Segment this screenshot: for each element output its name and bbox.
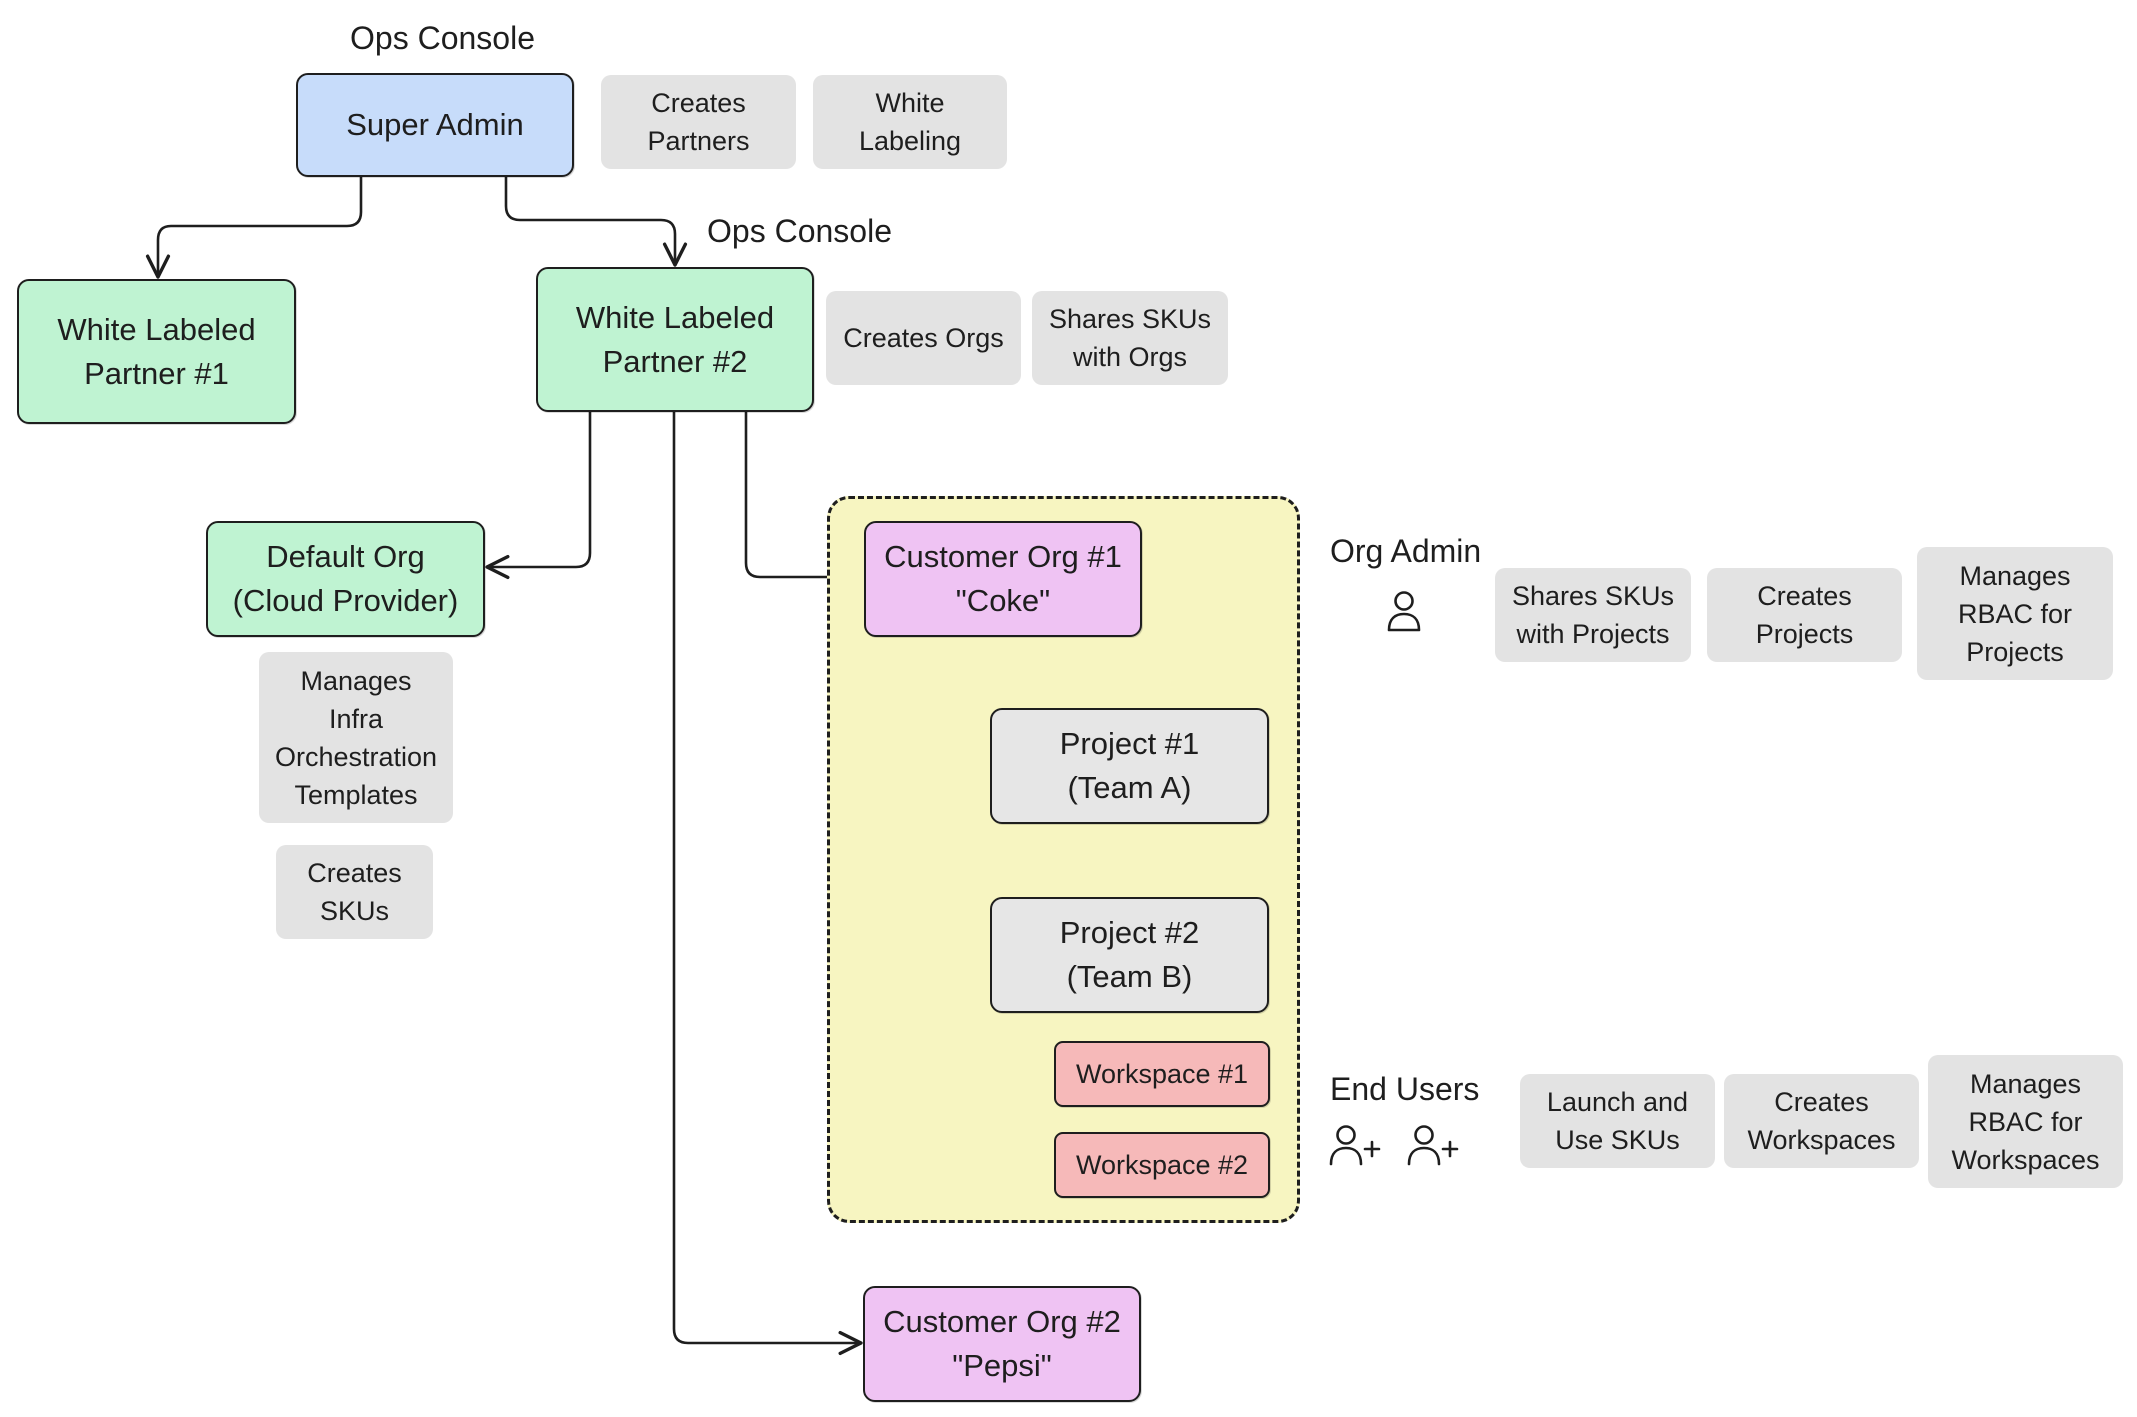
user-plus-icon — [1329, 1125, 1381, 1166]
creates-partners-tag: Creates Partners — [601, 75, 796, 169]
user-plus-icon — [1407, 1125, 1459, 1166]
manages-rbac-workspaces-tag: Manages RBAC for Workspaces — [1928, 1055, 2123, 1188]
ops-console-label-partner: Ops Console — [707, 213, 892, 249]
super-admin-node[interactable]: Super Admin — [296, 73, 574, 177]
customer-org-2-node[interactable]: Customer Org #2 "Pepsi" — [863, 1286, 1141, 1402]
shares-skus-with-projects-tag: Shares SKUs with Projects — [1495, 568, 1691, 662]
connector-partner-2-to-default-org — [485, 410, 592, 580]
project-2-node[interactable]: Project #2 (Team B) — [990, 897, 1269, 1013]
project-1-node[interactable]: Project #1 (Team A) — [990, 708, 1269, 824]
connector-super-admin-to-partner-1 — [145, 175, 363, 279]
partner-2-node[interactable]: White Labeled Partner #2 — [536, 267, 814, 412]
partner-1-node[interactable]: White Labeled Partner #1 — [17, 279, 296, 424]
customer-org-1-node[interactable]: Customer Org #1 "Coke" — [864, 521, 1142, 637]
shares-skus-with-orgs-tag: Shares SKUs with Orgs — [1032, 291, 1228, 385]
ops-console-label-top: Ops Console — [350, 20, 535, 56]
org-admin-label: Org Admin — [1330, 533, 1482, 569]
user-icon — [1387, 591, 1421, 632]
creates-skus-tag: Creates SKUs — [276, 845, 433, 939]
manages-infra-templates-tag: Manages Infra Orchestration Templates — [259, 652, 453, 823]
workspace-2-node[interactable]: Workspace #2 — [1054, 1132, 1270, 1198]
creates-orgs-tag: Creates Orgs — [826, 291, 1021, 385]
white-labeling-tag: White Labeling — [813, 75, 1007, 169]
default-org-node[interactable]: Default Org (Cloud Provider) — [206, 521, 485, 637]
workspace-1-node[interactable]: Workspace #1 — [1054, 1041, 1270, 1107]
connector-super-admin-to-partner-2 — [504, 175, 688, 267]
launch-and-use-skus-tag: Launch and Use SKUs — [1520, 1074, 1715, 1168]
manages-rbac-projects-tag: Manages RBAC for Projects — [1917, 547, 2113, 680]
creates-projects-tag: Creates Projects — [1707, 568, 1902, 662]
end-users-label: End Users — [1330, 1071, 1480, 1107]
creates-workspaces-tag: Creates Workspaces — [1724, 1074, 1919, 1168]
